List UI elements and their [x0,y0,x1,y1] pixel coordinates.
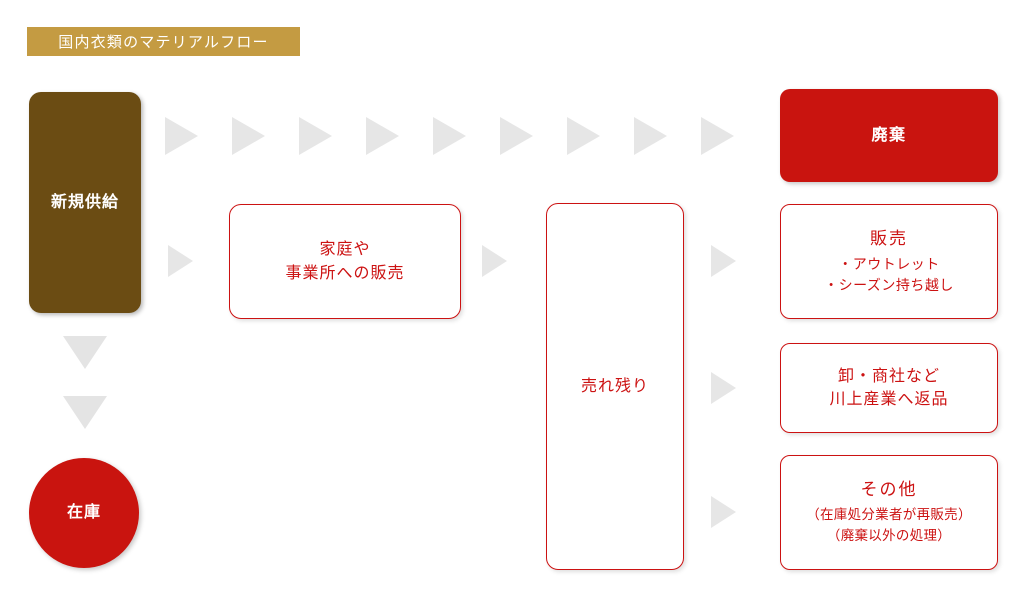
node-new-supply-label: 新規供給 [50,193,119,211]
node-resale[interactable]: 販売 ・アウトレット ・シーズン持ち越し [780,204,998,319]
arrow-unsold-to-other [711,496,736,528]
node-household-business-sales-line2: 事業所への販売 [285,264,405,282]
node-return-upstream[interactable]: 卸・商社など 川上産業へ返品 [780,343,998,433]
flow-triangle-3 [299,117,332,155]
node-other[interactable]: その他 （在庫処分業者が再販売） （廃棄以外の処理） [780,455,998,570]
node-disposal[interactable]: 廃棄 [780,89,998,182]
node-disposal-label: 廃棄 [871,126,907,144]
flow-triangle-4 [366,117,399,155]
flow-triangle-7 [567,117,600,155]
arrow-unsold-to-resale [711,245,736,277]
arrow-sales-to-unsold [482,245,507,277]
flow-arrows-supply-to-disposal [165,112,775,160]
node-household-business-sales[interactable]: 家庭や 事業所への販売 [229,204,461,319]
node-new-supply[interactable]: 新規供給 [29,92,141,313]
node-unsold[interactable]: 売れ残り [546,203,684,570]
flow-triangle-1 [165,117,198,155]
arrow-supply-to-sales [168,245,193,277]
node-other-note-non-disposal: （廃棄以外の処理） [826,528,952,544]
flow-triangle-2 [232,117,265,155]
arrow-unsold-to-return [711,372,736,404]
page-title: 国内衣類のマテリアルフロー [58,34,269,51]
flow-triangle-9 [701,117,734,155]
node-stock[interactable]: 在庫 [29,458,139,568]
node-resale-heading: 販売 [870,228,908,248]
diagram-title-bar: 国内衣類のマテリアルフロー [27,27,300,56]
flow-triangle-6 [500,117,533,155]
flow-triangle-8 [634,117,667,155]
node-other-note-reseller: （在庫処分業者が再販売） [806,507,972,523]
node-unsold-label: 売れ残り [580,377,649,395]
node-resale-bullet-outlet: ・アウトレット [838,256,940,273]
node-stock-label: 在庫 [66,504,101,522]
node-resale-bullet-season-carryover: ・シーズン持ち越し [824,277,954,294]
node-return-upstream-line1: 卸・商社など [837,367,940,385]
arrow-supply-to-stock-2 [63,396,107,429]
arrow-supply-to-stock-1 [63,336,107,369]
node-other-heading: その他 [860,479,918,499]
flow-triangle-5 [433,117,466,155]
node-household-business-sales-line1: 家庭や [319,241,371,259]
node-return-upstream-line2: 川上産業へ返品 [829,391,949,408]
